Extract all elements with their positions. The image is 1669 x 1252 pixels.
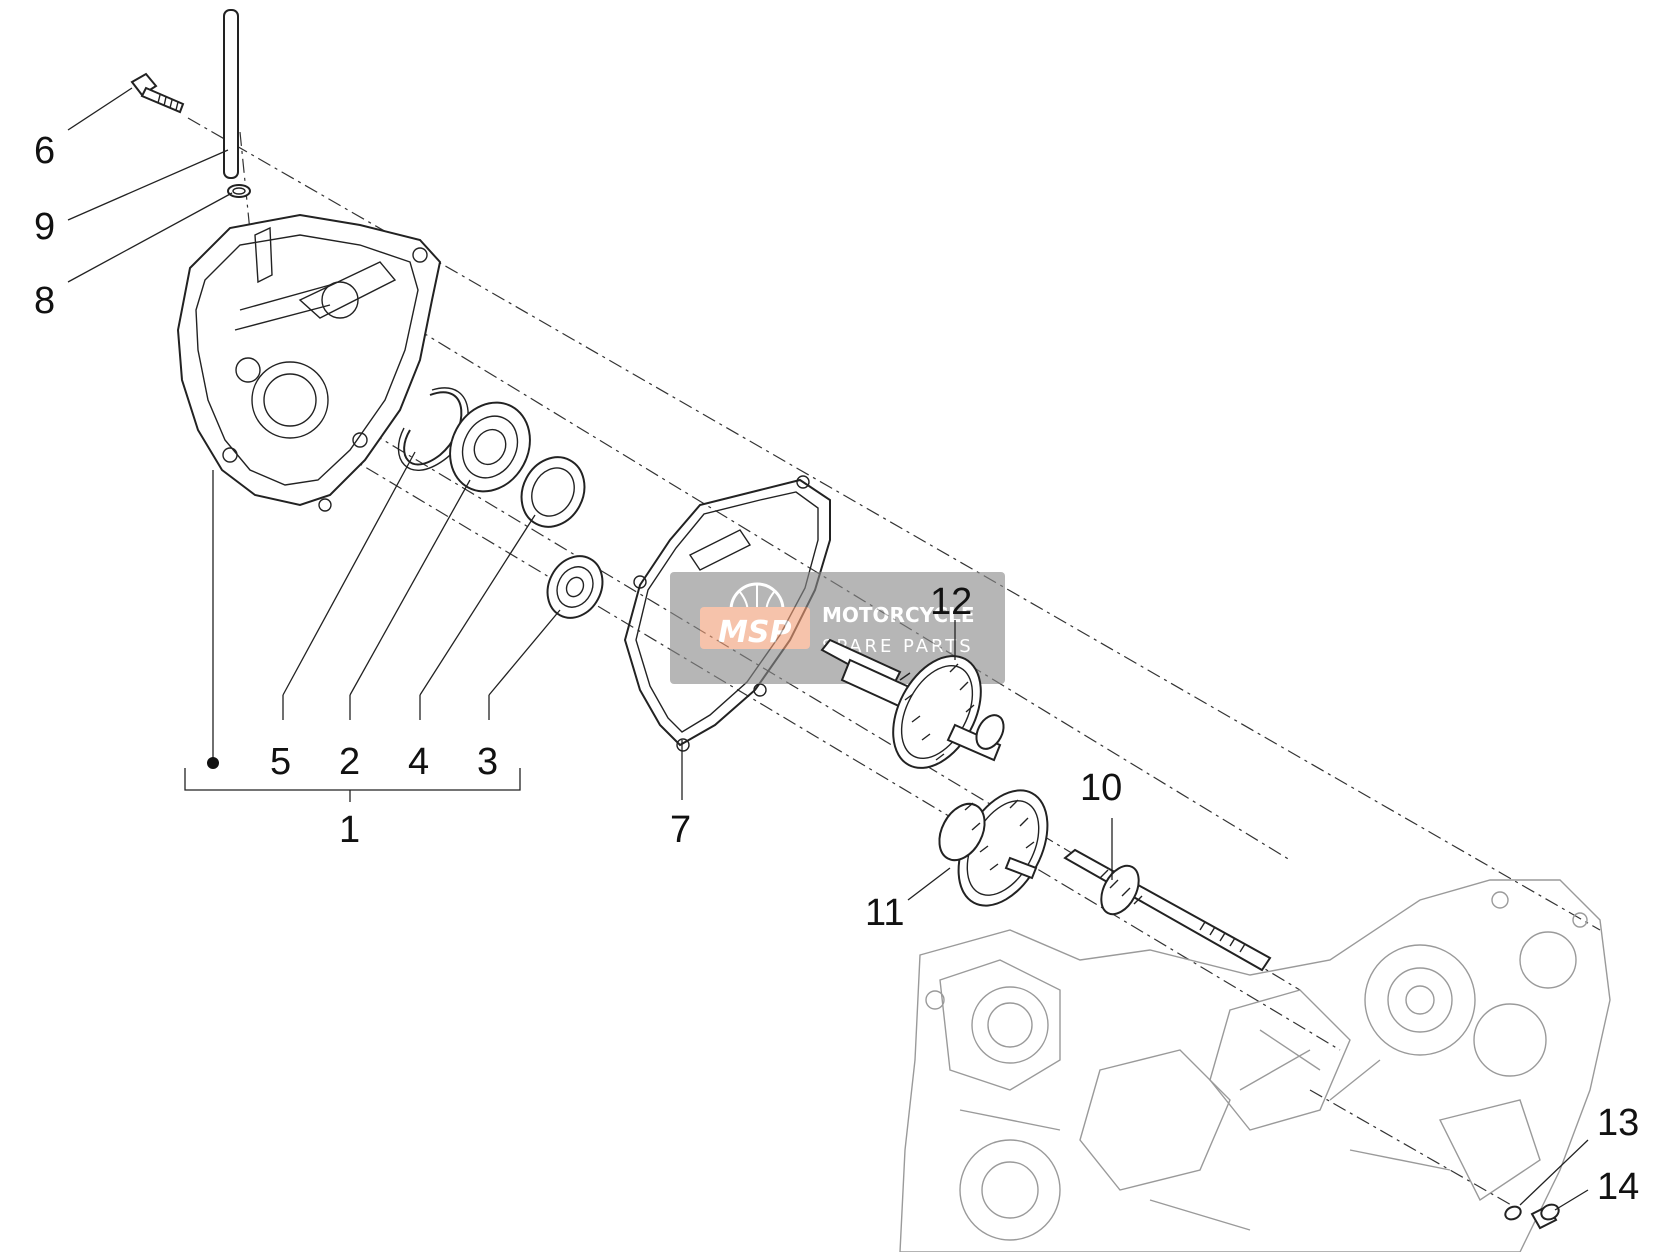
callout-8: 8	[34, 280, 55, 322]
callout-7: 7	[670, 809, 691, 851]
callout-10: 10	[1080, 767, 1122, 809]
crankcase-housing	[899, 879, 1611, 1252]
intermediate-gear	[938, 789, 1049, 907]
sealing-washer	[1504, 1205, 1522, 1221]
callout-3: 3	[477, 741, 498, 783]
output-shaft-gear	[820, 638, 1005, 769]
callout-13: 13	[1597, 1102, 1639, 1144]
callout-1: 1	[339, 809, 360, 851]
watermark-logo: MSP	[718, 615, 791, 650]
callout-labels: 6 9 8 5 2 4 3 1 7 12 10 11 13 14	[34, 130, 1639, 1208]
callout-12: 12	[930, 581, 972, 623]
callout-5: 5	[270, 741, 291, 783]
cover-reference-dot	[207, 757, 219, 769]
callout-9: 9	[34, 206, 55, 248]
hose-clamp	[227, 184, 251, 198]
callout-11: 11	[865, 892, 904, 934]
assembly-bracket	[184, 768, 521, 802]
callout-14: 14	[1597, 1166, 1639, 1208]
callout-4: 4	[408, 741, 429, 783]
leader-lines	[67, 87, 1589, 1211]
ball-bearing-small	[546, 555, 604, 619]
drain-plug-screw	[1530, 1203, 1560, 1230]
callout-6: 6	[34, 130, 55, 172]
watermark-line1: MOTORCYCLE	[822, 603, 974, 627]
callout-2: 2	[339, 741, 360, 783]
oil-seal	[520, 456, 586, 528]
circlip	[397, 387, 469, 471]
watermark-line2: SPARE PARTS	[822, 636, 974, 657]
drive-shaft	[1063, 848, 1272, 972]
ball-bearing-large	[449, 401, 531, 493]
watermark: MSP MOTORCYCLE SPARE PARTS	[670, 572, 1005, 684]
transmission-cover	[176, 213, 442, 512]
dipstick-tube	[223, 9, 239, 179]
flange-bolt	[130, 72, 185, 114]
